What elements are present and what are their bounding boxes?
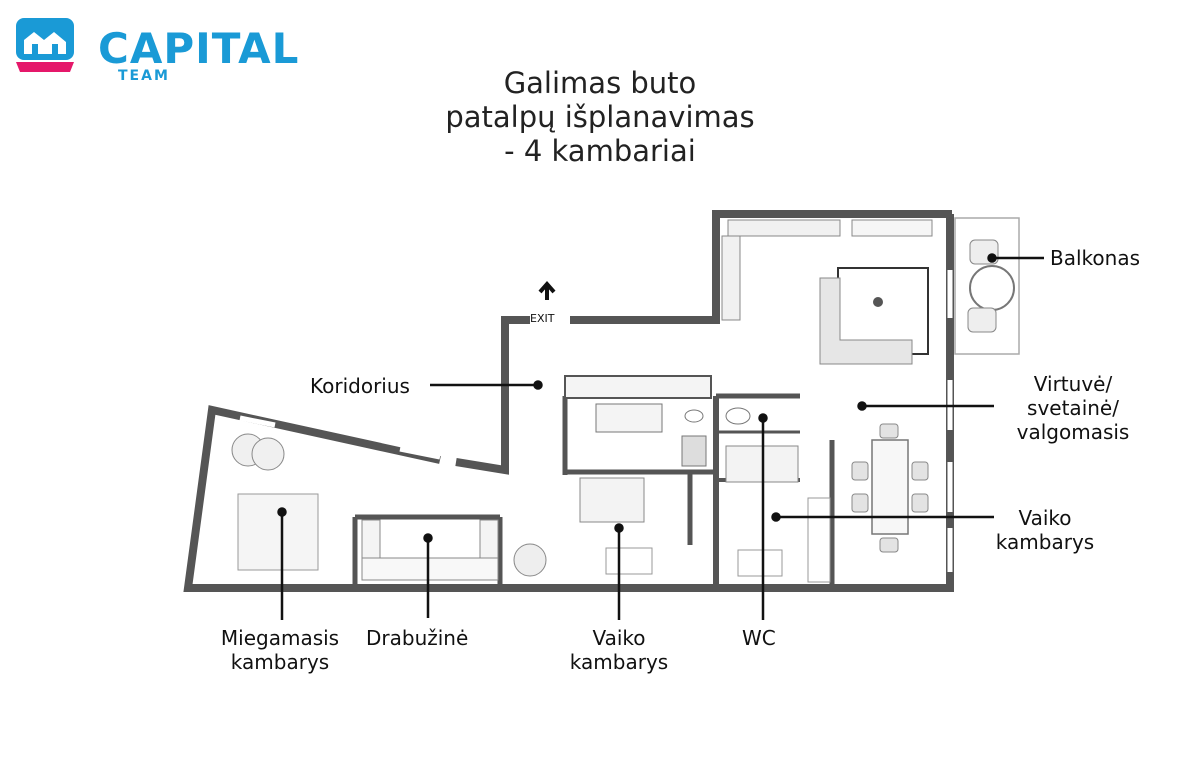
label-miegamasis-line-2: kambarys <box>230 650 330 674</box>
exit-arrow-icon <box>538 280 556 300</box>
bath-vanity <box>595 403 663 433</box>
kitchen-counter <box>727 219 841 237</box>
exit-label: EXIT <box>530 312 555 325</box>
leader-lines <box>277 253 1044 620</box>
bedroom-chair <box>251 437 285 471</box>
label-virtuve-line-1: Virtuvė/ <box>1033 372 1113 396</box>
label-virtuve: Virtuvė/ svetainė/ valgomasis <box>998 372 1148 444</box>
balcony-table <box>969 265 1015 311</box>
brand-subtitle: TEAM <box>118 68 170 84</box>
child-desk-2 <box>737 549 783 577</box>
shower-tray <box>681 435 707 467</box>
label-balkonas: Balkonas <box>1050 246 1140 270</box>
title-line-1: Galimas buto <box>503 66 697 100</box>
dining-table <box>871 439 909 535</box>
coffee-table <box>873 297 883 307</box>
label-vaiko-kambarys-bottom: Vaiko kambarys <box>544 626 694 674</box>
label-koridorius: Koridorius <box>310 374 410 398</box>
label-miegamasis-line-1: Miegamasis <box>220 626 340 650</box>
label-vaiko-bottom-line-1: Vaiko <box>592 626 646 650</box>
label-virtuve-line-2: svetainė/ <box>1027 396 1119 420</box>
label-drabuzine: Drabužinė <box>366 626 469 650</box>
child-desk-1 <box>605 547 653 575</box>
child-wardrobe-2 <box>807 497 831 583</box>
label-virtuve-line-3: valgomasis <box>1016 420 1130 444</box>
wardrobe-bench <box>361 557 499 581</box>
reading-chair <box>513 543 547 577</box>
label-vaiko-bottom-line-2: kambarys <box>569 650 669 674</box>
balcony-chair <box>967 307 997 333</box>
kitchen-hob <box>851 219 933 237</box>
title-line-2: patalpų išplanavimas <box>445 100 755 134</box>
label-vaiko-kambarys-right: Vaiko kambarys <box>970 506 1120 554</box>
page-title: Galimas buto patalpų išplanavimas - 4 ka… <box>350 66 850 168</box>
corridor-wardrobe <box>564 375 712 399</box>
house-icon <box>16 18 74 72</box>
kitchen-side-counter <box>721 235 741 321</box>
label-wc: WC <box>742 626 776 650</box>
label-miegamasis: Miegamasis kambarys <box>200 626 360 674</box>
child-bed-1 <box>579 477 645 523</box>
toilet <box>684 409 704 423</box>
dining-chairs <box>851 423 929 553</box>
corner-sofa <box>819 277 913 365</box>
balcony-outline <box>954 217 1020 355</box>
wc-basin <box>725 407 751 425</box>
capital-team-logo: CAPITAL TEAM <box>14 14 298 84</box>
brand-name: CAPITAL <box>98 24 300 73</box>
double-bed <box>237 493 319 571</box>
label-vaiko-right-line-1: Vaiko <box>1018 506 1072 530</box>
label-vaiko-right-line-2: kambarys <box>995 530 1095 554</box>
title-line-3: - 4 kambariai <box>504 134 696 168</box>
